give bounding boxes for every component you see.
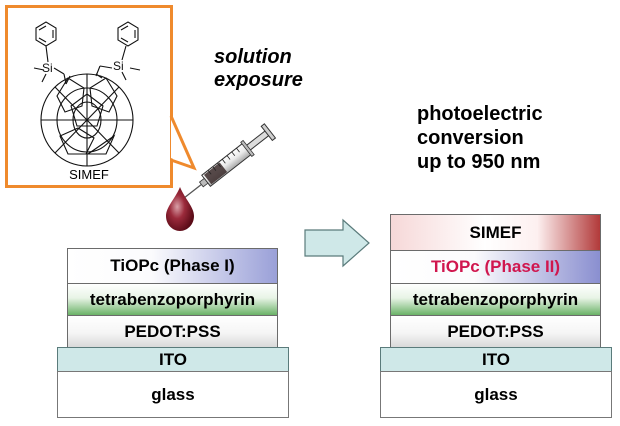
layer-simef: SIMEF	[390, 214, 601, 251]
simef-callout	[5, 5, 173, 188]
layer-pedot-pss: PEDOT:PSS	[390, 315, 601, 348]
simef-molecule-label: SIMEF	[69, 167, 109, 182]
layer-tetrabenzoporphyrin: tetrabenzoporphyrin	[67, 283, 278, 316]
layer-ito: ITO	[380, 347, 612, 372]
caption-line: exposure	[214, 69, 303, 91]
caption-line: up to 950 nm	[417, 151, 541, 173]
right-arrow-icon	[304, 218, 370, 268]
droplet-icon	[166, 187, 194, 231]
svg-text:Si: Si	[113, 59, 124, 73]
layer-glass: glass	[380, 371, 612, 418]
layer-tetrabenzoporphyrin: tetrabenzoporphyrin	[390, 283, 601, 316]
layer-tiopc-phase2: TiOPc (Phase II)	[390, 250, 601, 284]
svg-text:Si: Si	[42, 61, 53, 75]
simef-molecule-icon: Si Si	[33, 21, 141, 167]
layer-tiopc-phase1: TiOPc (Phase I)	[67, 248, 278, 284]
solution-exposure-caption: solution exposure	[214, 46, 303, 92]
caption-line: conversion	[417, 127, 524, 149]
layer-ito: ITO	[57, 347, 289, 372]
caption-line: solution	[214, 46, 292, 68]
layer-pedot-pss: PEDOT:PSS	[67, 315, 278, 348]
layer-glass: glass	[57, 371, 289, 418]
caption-line: photoelectric	[417, 103, 543, 125]
photoelectric-caption: photoelectric conversion up to 950 nm	[417, 102, 543, 174]
